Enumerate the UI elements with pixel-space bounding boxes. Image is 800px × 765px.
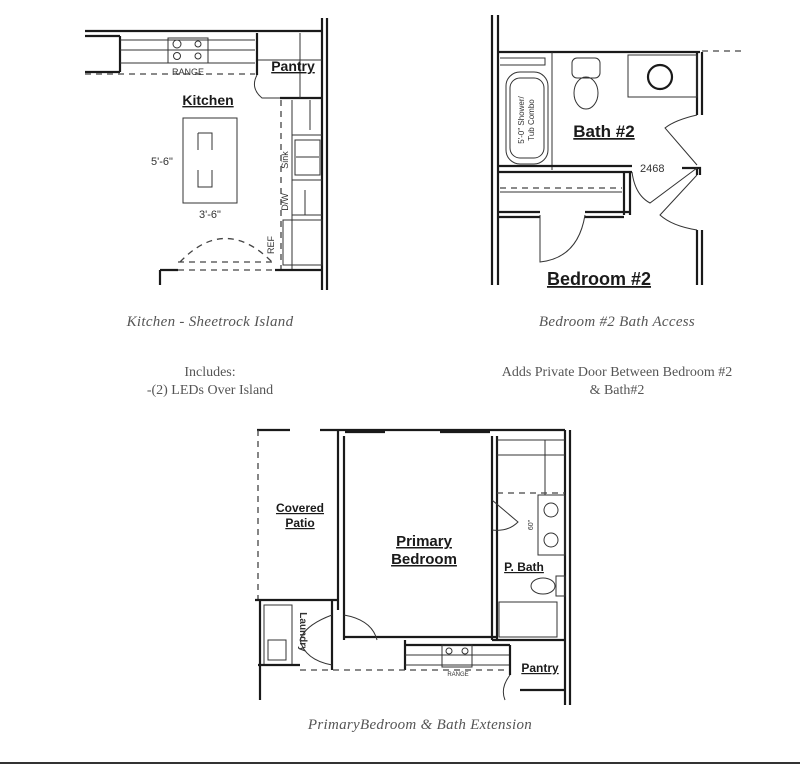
patio-label-2: Patio xyxy=(285,516,314,530)
bath2-plan: 5'-0" Shower/ Tub Combo Bath #2 2468 Bed… xyxy=(490,15,745,289)
includes-item: -(2) LEDs Over Island xyxy=(146,383,274,398)
range-label: RANGE xyxy=(172,67,204,77)
bath2-caption: Bedroom #2 Bath Access xyxy=(538,314,696,330)
toilet-icon xyxy=(530,577,556,595)
vanity-label: 60" xyxy=(528,519,535,530)
primary-plan: 60" P. Bath Covered Patio Primary Bedroo… xyxy=(255,428,572,705)
bottom-divider xyxy=(0,762,800,764)
refrigerator xyxy=(282,219,323,266)
island-width: 3'-6" xyxy=(199,209,221,221)
island-length: 5'-6" xyxy=(151,156,173,168)
tub-icon xyxy=(505,71,549,165)
range-icon xyxy=(441,644,473,668)
kitchen-includes: Includes: -(2) LEDs Over Island xyxy=(80,364,340,400)
kitchen-label: Kitchen xyxy=(182,92,233,108)
includes-heading: Includes: xyxy=(184,365,236,380)
sink-label: Sink xyxy=(280,151,290,169)
ref-label: REF xyxy=(266,235,276,254)
bath2-description: Adds Private Door Between Bedroom #2 & B… xyxy=(447,364,787,400)
laundry-label: Laundry xyxy=(297,612,308,652)
range-label: RANGE xyxy=(447,672,468,678)
pantry-label: Pantry xyxy=(271,58,315,74)
primary-caption: PrimaryBedroom & Bath Extension xyxy=(307,717,533,733)
dw-label: D/W xyxy=(280,193,290,211)
bath2-label: Bath #2 xyxy=(573,122,634,141)
primary-bedroom-label: Primary xyxy=(396,533,453,550)
sink-icon xyxy=(294,139,321,176)
primary-bedroom-label-2: Bedroom xyxy=(391,551,457,568)
toilet-icon xyxy=(571,57,601,79)
tub-label-2: Tub Combo xyxy=(527,99,536,141)
bedroom2-label: Bedroom #2 xyxy=(547,269,651,289)
description-line2: & Bath#2 xyxy=(589,383,645,398)
range-icon xyxy=(167,37,209,64)
patio-label: Covered xyxy=(276,501,324,515)
kitchen-caption: Kitchen - Sheetrock Island xyxy=(126,314,294,330)
kitchen-plan: RANGE Pantry Kitchen 5'-6" 3'-6" Sink D/… xyxy=(85,18,329,290)
island xyxy=(182,117,238,204)
door-size-label: 2468 xyxy=(640,163,664,175)
double-vanity xyxy=(537,494,566,556)
sink-icon xyxy=(627,54,698,98)
shower-icon xyxy=(498,601,558,638)
tub-label: 5'-0" Shower/ xyxy=(517,95,526,143)
description-line1: Adds Private Door Between Bedroom #2 xyxy=(501,365,733,380)
pantry-label: Pantry xyxy=(521,661,559,675)
pbath-label: P. Bath xyxy=(504,560,544,574)
